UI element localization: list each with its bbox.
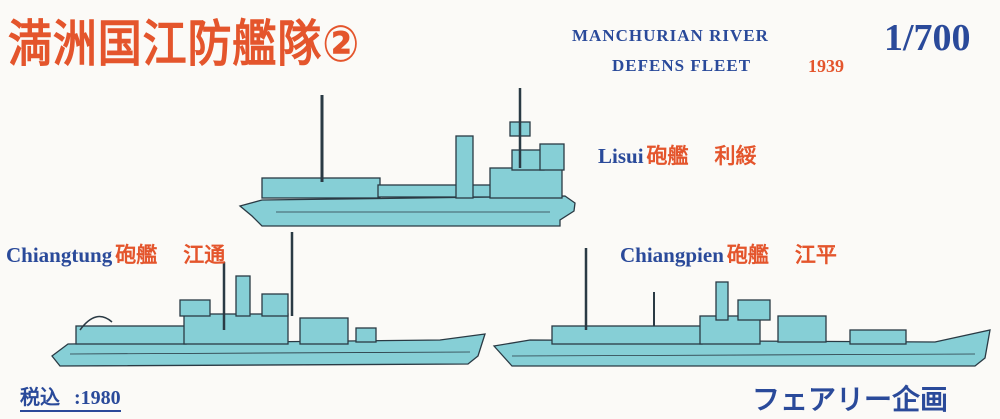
title-english-line1: MANCHURIAN RIVER	[572, 26, 769, 45]
price-value: :1980	[74, 387, 121, 409]
ship-name-en: Chiangpien	[620, 243, 724, 267]
ship-type-jp: 砲艦	[115, 243, 158, 267]
chiangpien-deckhouse	[551, 325, 703, 345]
title-english-line2: DEFENS FLEET	[612, 56, 752, 75]
price-label: 税込	[20, 387, 60, 409]
chiangtung-funnel	[235, 275, 251, 317]
scale: 1/700	[884, 17, 971, 59]
lisui-bridge	[489, 167, 563, 199]
lisui-funnel	[455, 135, 474, 199]
ship-name-jp: 江通	[183, 243, 226, 267]
ship-name-jp: 江平	[794, 243, 837, 267]
ship-type-jp: 砲艦	[646, 144, 689, 168]
title-japanese: 満洲国江防艦隊②	[8, 15, 361, 73]
price: 税込 :1980	[20, 386, 121, 412]
year: 1939	[808, 56, 844, 76]
ship-name-en: Lisui	[598, 144, 644, 168]
ship-chiangtung-drawing	[51, 232, 486, 367]
ship-lisui-drawing	[238, 88, 576, 227]
maker-name: フェアリー企画	[752, 383, 949, 416]
chiangtung-deckhouse	[75, 325, 187, 345]
chiangtung-hull	[51, 333, 486, 367]
ship-chiangpien-drawing	[492, 248, 991, 367]
lisui-hull	[238, 195, 576, 227]
ship-name-jp: 利綏	[714, 144, 757, 168]
ship-type-jp: 砲艦	[726, 243, 769, 267]
chiangpien-funnel	[715, 281, 729, 321]
ship-name-en: Chiangtung	[6, 243, 113, 267]
